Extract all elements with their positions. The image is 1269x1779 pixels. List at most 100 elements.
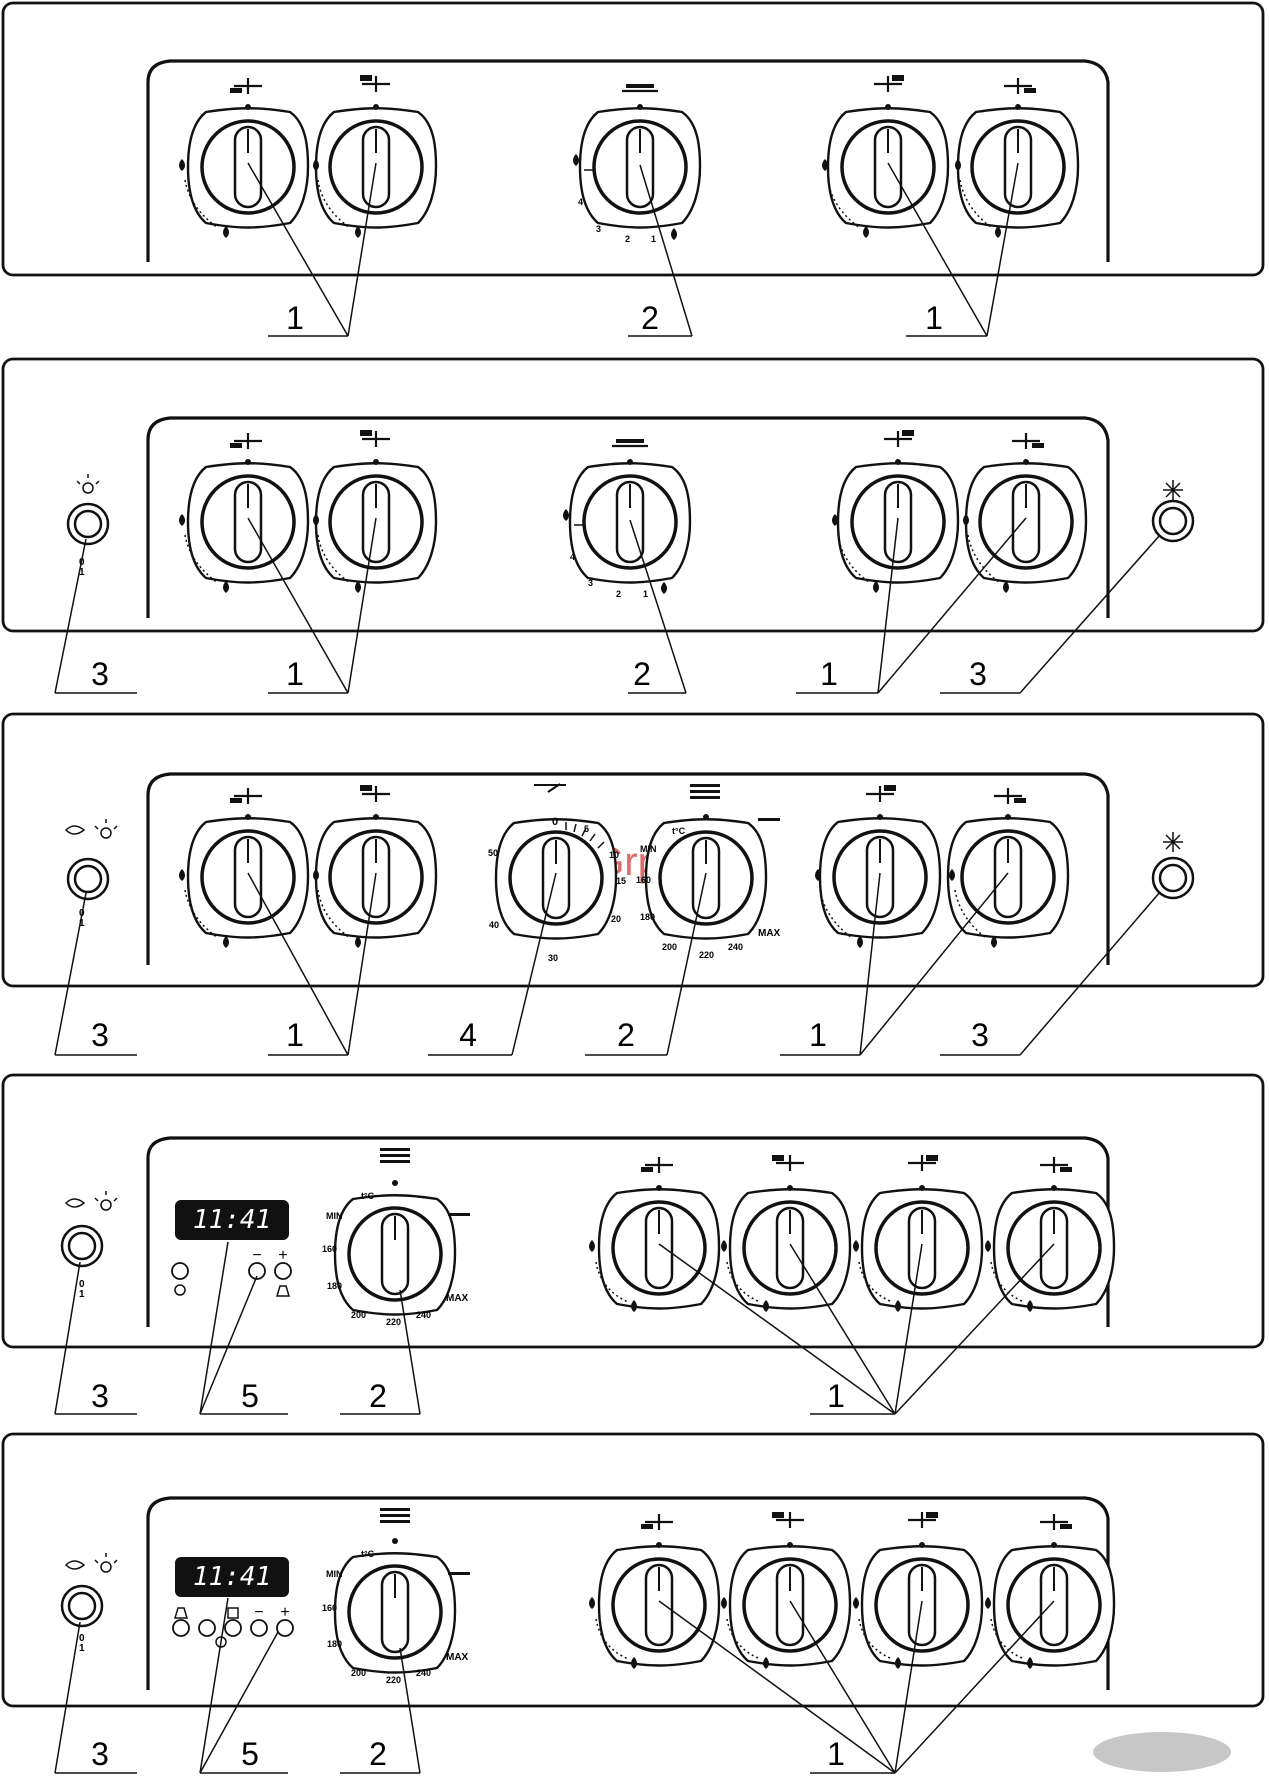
callout-label: 1 bbox=[827, 1378, 845, 1414]
thermostat-200: 200 bbox=[351, 1310, 366, 1320]
panel-5: 0 1 11:41 − + t°C MIN 160 180 bbox=[3, 1434, 1263, 1773]
thermostat-unit: t°C bbox=[672, 826, 686, 836]
callout-label: 2 bbox=[369, 1736, 387, 1772]
thermostat-knob: t°C MIN 160 180 200 220 240 MAX bbox=[322, 1508, 470, 1685]
thermostat-min: MIN bbox=[326, 1569, 343, 1579]
thermostat-max: MAX bbox=[446, 1652, 469, 1663]
timer-scale-40: 40 bbox=[489, 920, 499, 930]
callout-label: 1 bbox=[286, 300, 304, 336]
callout-label: 3 bbox=[969, 656, 987, 692]
panel-3: 0 1 0 5 10 15 20 30 40 50 bbox=[3, 714, 1263, 1055]
thermostat-160: 160 bbox=[322, 1603, 337, 1613]
hob-knob bbox=[853, 1512, 982, 1669]
oven-scale-3: 3 bbox=[588, 578, 593, 588]
thermostat-knob: t°C MIN 160 180 200 220 240 MAX bbox=[322, 1148, 470, 1327]
switch-mark-1: 1 bbox=[79, 1643, 85, 1654]
oven-scale-4: 4 bbox=[570, 552, 575, 562]
callout-label: 3 bbox=[91, 1736, 109, 1772]
timer-scale-10: 10 bbox=[609, 850, 619, 860]
hob-knob bbox=[589, 1514, 719, 1669]
oven-light-switch: 0 1 bbox=[68, 474, 108, 578]
hob-knob bbox=[822, 75, 948, 238]
thermostat-200: 200 bbox=[351, 1668, 366, 1678]
thermostat-180: 180 bbox=[327, 1281, 342, 1291]
oven-control-knob: 4 3 2 1 bbox=[563, 439, 690, 599]
hob-knob bbox=[179, 433, 308, 593]
hob-knob bbox=[721, 1512, 850, 1669]
thermostat-unit: t°C bbox=[361, 1549, 375, 1559]
timer-scale-0: 0 bbox=[552, 816, 558, 828]
thermostat-180: 180 bbox=[640, 912, 655, 922]
oven-scale-2: 2 bbox=[616, 589, 621, 599]
callout-label: 1 bbox=[286, 656, 304, 692]
clock-display: 11:41 bbox=[193, 1562, 271, 1592]
callout-label: 1 bbox=[827, 1736, 845, 1772]
callout-label: 4 bbox=[459, 1017, 477, 1053]
hob-knob bbox=[179, 788, 308, 948]
hob-knob bbox=[985, 1514, 1114, 1669]
oven-light-switch: 0 1 bbox=[62, 1191, 117, 1300]
callout-label: 1 bbox=[809, 1017, 827, 1053]
hob-knob bbox=[721, 1155, 850, 1312]
callout-label: 2 bbox=[641, 300, 659, 336]
clock-plus-label: + bbox=[278, 1247, 287, 1264]
clock-display: 11:41 bbox=[193, 1205, 271, 1235]
callout-label: 1 bbox=[925, 300, 943, 336]
oven-light-switch: 0 1 bbox=[66, 819, 117, 929]
callout-label: 1 bbox=[820, 656, 838, 692]
digital-clock: 11:41 − + bbox=[172, 1200, 291, 1296]
switch-mark-1: 1 bbox=[79, 1289, 85, 1300]
thermostat-min: MIN bbox=[640, 844, 657, 854]
oven-light-switch: 0 1 bbox=[62, 1553, 117, 1654]
callout-label: 2 bbox=[633, 656, 651, 692]
callout-label: 3 bbox=[91, 1017, 109, 1053]
callout-label: 3 bbox=[91, 656, 109, 692]
ignition-button bbox=[1153, 480, 1193, 541]
thermostat-220: 220 bbox=[386, 1675, 401, 1685]
hob-knob bbox=[313, 785, 436, 948]
thermostat-unit: t°C bbox=[361, 1191, 375, 1201]
clock-minus-label: − bbox=[254, 1604, 263, 1621]
callout-label: 3 bbox=[971, 1017, 989, 1053]
hob-knob bbox=[955, 78, 1078, 238]
thermostat-240: 240 bbox=[416, 1668, 431, 1678]
panel-4: 0 1 11:41 − + t°C MIN 160 180 200 220 bbox=[3, 1075, 1263, 1414]
clock-plus-label: + bbox=[280, 1604, 289, 1621]
digital-clock: 11:41 − + bbox=[173, 1557, 293, 1647]
thermostat-220: 220 bbox=[386, 1317, 401, 1327]
timer-scale-15: 15 bbox=[616, 876, 626, 886]
hob-knob bbox=[313, 75, 436, 238]
hob-knob bbox=[985, 1157, 1114, 1312]
thermostat-160: 160 bbox=[636, 875, 651, 885]
thermostat-240: 240 bbox=[416, 1310, 431, 1320]
clock-minus-label: − bbox=[252, 1247, 261, 1264]
callout-label: 3 bbox=[91, 1378, 109, 1414]
hob-knob bbox=[963, 433, 1086, 593]
hob-knob bbox=[853, 1155, 982, 1312]
oven-scale-3: 3 bbox=[596, 224, 601, 234]
hob-knob bbox=[832, 430, 958, 593]
timer-scale-30: 30 bbox=[548, 953, 558, 963]
oven-scale-4: 4 bbox=[578, 197, 583, 207]
thermostat-knob: t°C MIN 160 180 200 220 240 MAX bbox=[636, 784, 781, 960]
timer-scale-50: 50 bbox=[488, 848, 498, 858]
thermostat-max: MAX bbox=[758, 928, 781, 939]
oven-scale-1: 1 bbox=[651, 234, 656, 244]
timer-scale-20: 20 bbox=[611, 914, 621, 924]
callout-label: 1 bbox=[286, 1017, 304, 1053]
panel-2: 0 1 4 3 2 1 bbox=[3, 359, 1263, 693]
thermostat-160: 160 bbox=[322, 1244, 337, 1254]
thermostat-max: MAX bbox=[446, 1293, 469, 1304]
hob-knob bbox=[815, 785, 940, 948]
hob-knob bbox=[179, 78, 308, 238]
callout-label: 2 bbox=[617, 1017, 635, 1053]
thermostat-200: 200 bbox=[662, 942, 677, 952]
thermostat-220: 220 bbox=[699, 950, 714, 960]
ignition-button bbox=[1153, 832, 1193, 898]
oven-control-knob: 4 3 2 1 bbox=[573, 84, 700, 244]
oven-scale-2: 2 bbox=[625, 234, 630, 244]
timer-knob: 0 5 10 15 20 30 40 50 bbox=[488, 784, 626, 963]
hob-knob bbox=[589, 1157, 719, 1312]
oven-scale-1: 1 bbox=[643, 589, 648, 599]
